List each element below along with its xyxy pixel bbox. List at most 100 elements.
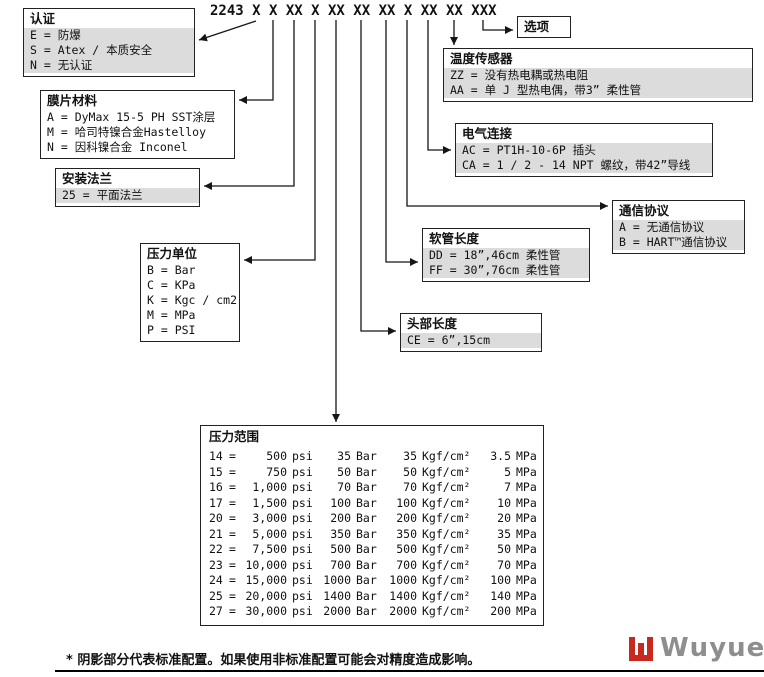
table-cell: 2000 [323,604,351,618]
table-cell: 35 [403,449,417,463]
option-row: ZZ = 没有热电耦或热电阻 [444,68,752,83]
table-cell: Bar [356,449,377,463]
table-cell: Bar [356,464,377,479]
table-cell: 1400 [389,588,417,603]
table-cell: 500 [396,542,417,556]
table-cell: 16 [209,480,223,494]
table-cell: 200 [330,511,351,525]
table-cell: = [229,573,236,587]
table-cell: Kgf/cm² [422,464,471,479]
table-cell: Kgf/cm² [422,542,471,556]
table-cell: Bar [356,588,377,603]
table-cell: = [229,542,236,556]
table-cell: Kgf/cm² [422,449,471,463]
flange-box: 安装法兰 25 = 平面法兰 [55,168,200,207]
table-cell: 1400 [323,588,351,603]
table-cell: 7,500 [252,542,287,556]
table-cell: MPa [516,495,537,510]
table-cell: psi [292,495,313,510]
option-row: C = KPa [147,278,196,292]
table-cell: = [229,495,236,510]
table-cell: 70 [337,480,351,494]
table-cell: 50 [497,542,511,556]
table-cell: 70 [403,480,417,494]
options-title: 选项 [524,19,550,34]
table-cell: = [229,449,236,463]
table-cell: = [229,511,236,525]
table-cell: Bar [356,526,377,541]
table-cell: 10,000 [245,557,287,572]
table-cell: 3,000 [252,511,287,525]
table-cell: 15 [209,464,223,479]
hose-length-title: 软管长度 [429,231,480,246]
table-cell: 24 [209,573,223,587]
table-cell: 5,000 [252,526,287,541]
option-row: N = 无认证 [24,58,194,73]
option-row: B = HART™通信协议 [613,235,744,250]
table-cell: 27 [209,604,223,618]
table-cell: 22 [209,542,223,556]
table-cell: 2000 [389,604,417,618]
table-cell: 1000 [323,573,351,587]
option-row: AA = 单 J 型热电偶，带3” 柔性管 [444,83,752,98]
table-cell: = [229,526,236,541]
option-row: E = 防爆 [24,28,194,43]
table-cell: 5 [504,464,511,479]
option-row: FF = 30”,76cm 柔性管 [423,263,589,278]
table-cell: Bar [356,511,377,525]
table-cell: 20 [497,511,511,525]
table-cell: 21 [209,526,223,541]
option-row: CA = 1 / 2 - 14 NPT 螺纹，带42”导线 [456,158,712,173]
table-cell: MPa [516,557,537,572]
option-row: M = MPa [147,308,196,322]
table-cell: Bar [356,542,377,556]
protocol-title: 通信协议 [619,203,670,218]
table-cell: 200 [396,511,417,525]
table-cell: 1,500 [252,495,287,510]
table-cell: Bar [356,495,377,510]
certification-title: 认证 [30,11,56,26]
table-cell: MPa [516,464,537,479]
table-cell: Bar [356,573,377,587]
table-cell: 500 [266,449,287,463]
head-length-title: 头部长度 [407,316,458,331]
table-cell: psi [292,526,313,541]
option-row: M = 哈司特镍合金Hastelloy [47,125,207,139]
option-row: S = Atex / 本质安全 [24,43,194,58]
temp-sensor-title: 温度传感器 [450,51,513,66]
bottom-rule [55,670,764,672]
table-cell: 100 [330,495,351,510]
table-cell: psi [292,511,313,525]
table-cell: 23 [209,557,223,572]
wuyue-logo: Wuyue [626,633,764,663]
table-cell: 200 [490,604,511,618]
model-code: 2243 X X XX X XX XX XX X XX XX XXX [210,3,497,19]
table-cell: 1,000 [252,480,287,494]
table-cell: 17 [209,495,223,510]
electrical-title: 电气连接 [462,126,513,141]
option-row: A = 无通信协议 [613,220,744,235]
table-cell: 14 [209,449,223,463]
wuyue-logo-icon [629,637,653,661]
option-row: CE = 6”,15cm [401,333,541,348]
table-cell: MPa [516,511,537,525]
table-cell: 20,000 [245,588,287,603]
table-cell: Kgf/cm² [422,480,471,494]
head-length-options: CE = 6”,15cm [401,332,541,351]
table-cell: 140 [490,588,511,603]
table-cell: Kgf/cm² [422,588,471,603]
table-cell: 20 [209,511,223,525]
table-cell: MPa [516,480,537,494]
flange-options: 25 = 平面法兰 [56,187,199,206]
option-row: K = Kgc / cm2 [147,293,238,307]
